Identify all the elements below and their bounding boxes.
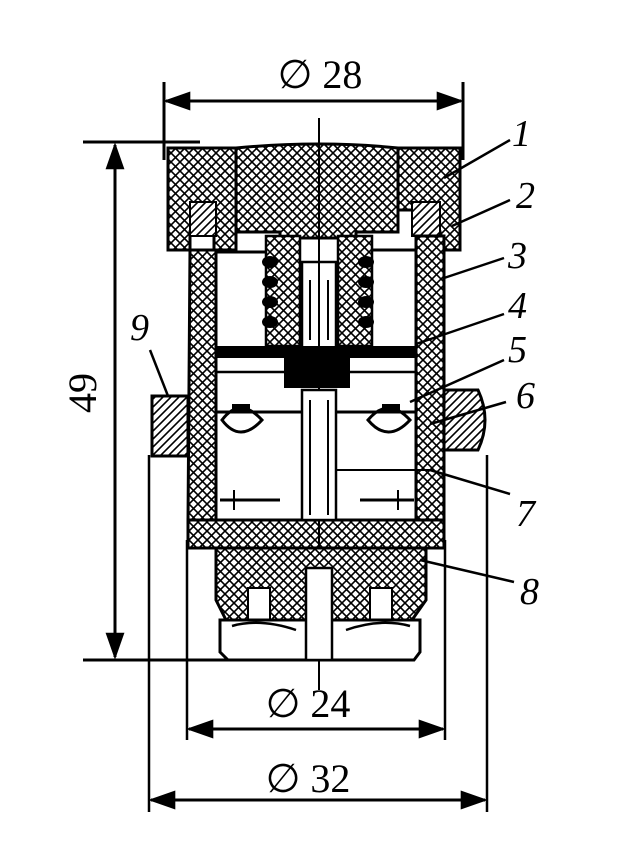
dimension-outer-diameter: ∅ 32: [147, 455, 489, 812]
spring-right: [358, 256, 374, 328]
callout-8: 8: [520, 571, 539, 613]
terminal-base: [214, 546, 428, 662]
callout-2: 2: [516, 175, 535, 217]
height-label: 49: [60, 373, 105, 413]
callout-4: 4: [508, 285, 527, 327]
dimension-top-diameter: ∅ 28: [162, 52, 465, 160]
callout-3: 3: [507, 235, 527, 277]
dimension-height: 49: [60, 140, 232, 662]
button-cap: [166, 142, 462, 252]
dimension-inner-diameter: ∅ 24: [185, 540, 447, 740]
callout-1: 1: [512, 113, 531, 155]
outer-diameter-label: ∅ 32: [266, 756, 351, 801]
callout-6: 6: [516, 375, 535, 417]
callout-5: 5: [508, 329, 527, 371]
spring-left: [262, 256, 278, 328]
housing: [186, 234, 446, 550]
inner-diameter-label: ∅ 24: [266, 681, 351, 726]
contact-chamber: [216, 370, 430, 522]
top-diameter-label: ∅ 28: [278, 52, 363, 97]
callout-9: 9: [130, 307, 149, 349]
callout-7: 7: [516, 493, 537, 535]
mounting-nut: [150, 388, 487, 458]
separator-plate: [216, 346, 416, 388]
spring-assembly: [262, 234, 374, 348]
callout-labels: 1 2 3 4 5 6 7 8 9: [130, 113, 539, 613]
leader-lines: [148, 138, 515, 584]
